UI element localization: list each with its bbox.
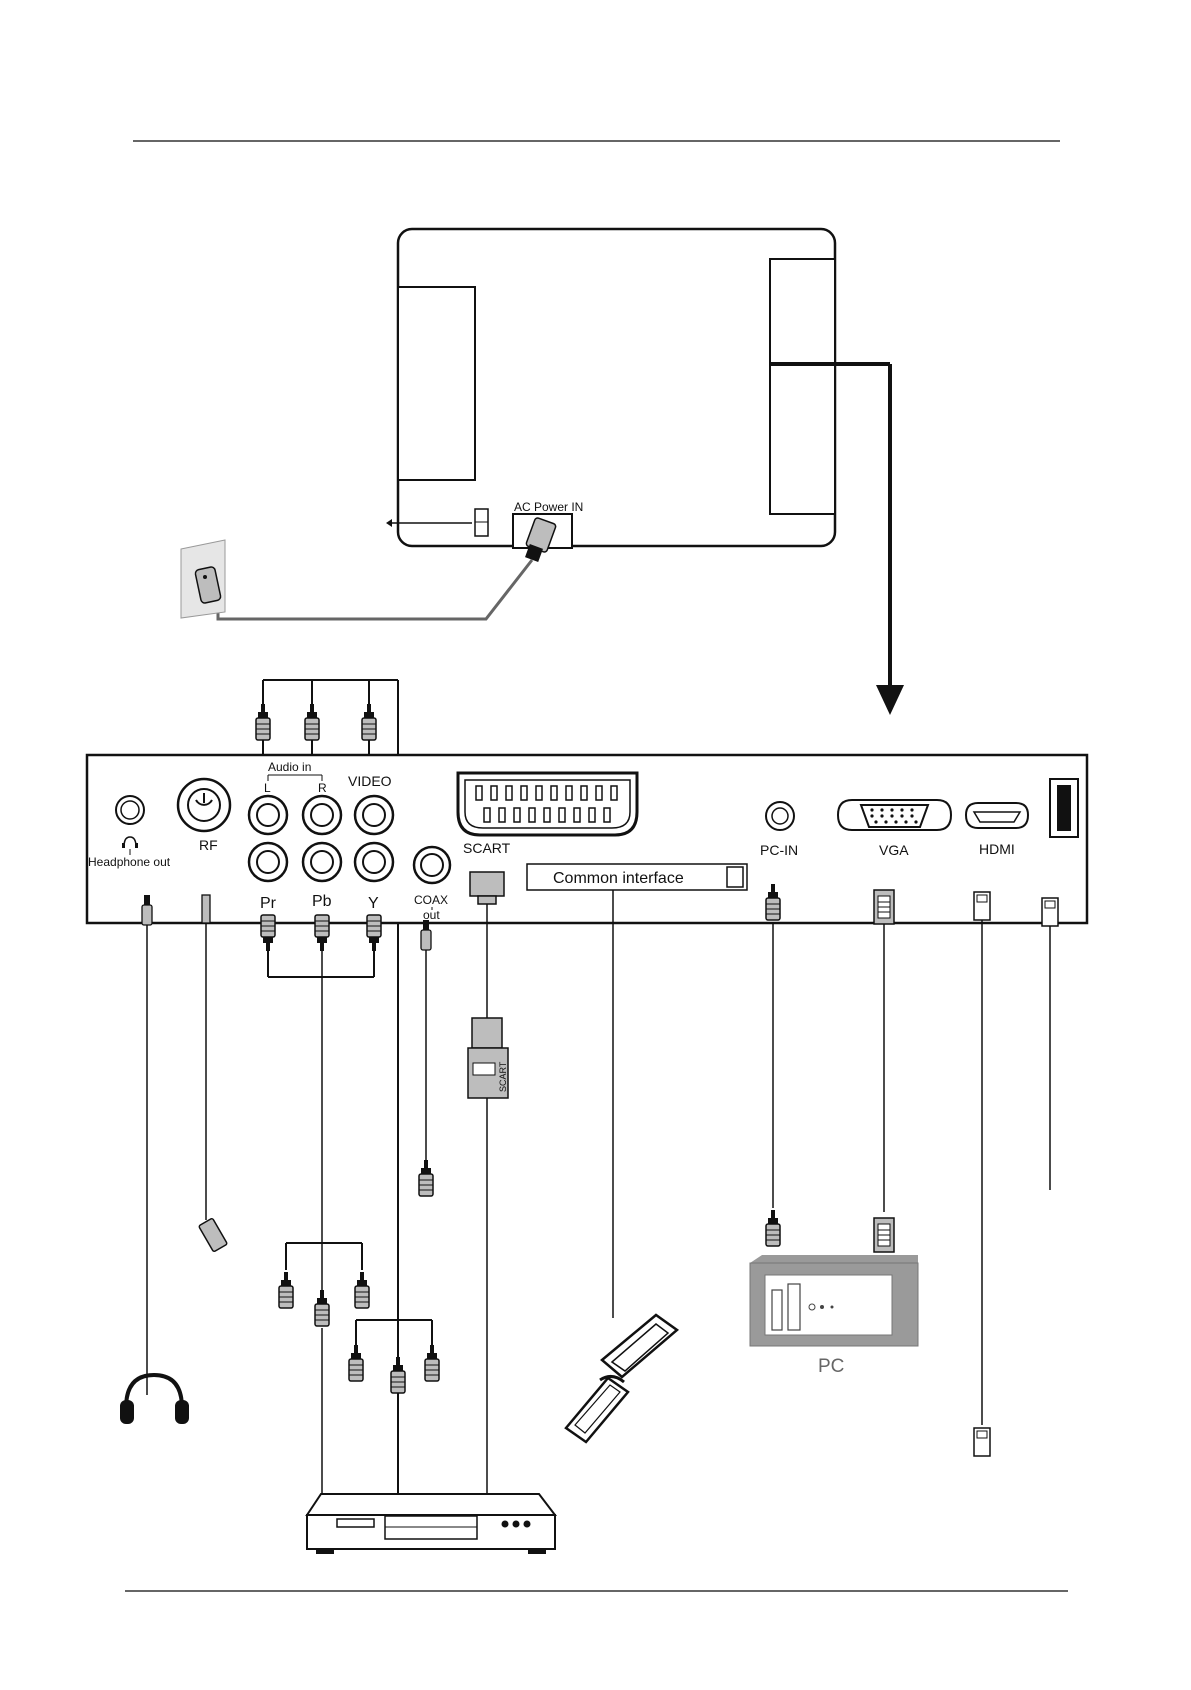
scart-plug-label: SCART: [498, 1061, 508, 1092]
vga-pin: [910, 814, 913, 817]
coax-out-label-2: out: [423, 908, 440, 922]
usb-port: [1050, 779, 1078, 837]
scart-pin: [581, 786, 587, 800]
vga-pin: [910, 808, 913, 811]
vga-pin: [904, 820, 907, 823]
rca-jack-y: [355, 843, 393, 881]
vga-pin: [880, 808, 883, 811]
vga-cable: [874, 890, 894, 1252]
audio-r-label: R: [318, 781, 327, 795]
scart-pin: [551, 786, 557, 800]
pb-label: Pb: [312, 893, 332, 910]
vga-pin: [870, 808, 873, 811]
scart-pin: [476, 786, 482, 800]
common-interface-label: Common interface: [553, 870, 684, 887]
audio-in-label: Audio in: [268, 760, 311, 774]
rca-jack-audio-r: [303, 796, 341, 834]
vga-pin: [890, 808, 893, 811]
y-label: Y: [368, 895, 379, 912]
hdmi-label: HDMI: [979, 841, 1015, 857]
scart-pin: [574, 808, 580, 822]
scart-pin: [544, 808, 550, 822]
common-interface-slot: Common interface: [527, 864, 747, 890]
scart-pin: [611, 786, 617, 800]
scart-pin: [604, 808, 610, 822]
rca-jack-pr: [249, 843, 287, 881]
vga-pin: [914, 820, 917, 823]
scart-pin: [499, 808, 505, 822]
ci-card-icon: [566, 890, 677, 1442]
scart-pin: [559, 808, 565, 822]
vga-pin: [894, 820, 897, 823]
scart-pin: [566, 786, 572, 800]
scart-pin: [596, 786, 602, 800]
hdmi-cable: [974, 892, 990, 1456]
power-cable: [218, 560, 532, 619]
rf-cable: [199, 895, 228, 1252]
scart-pin: [514, 808, 520, 822]
coax-out-label: COAX: [414, 893, 448, 907]
vga-pin: [884, 820, 887, 823]
pc-tower-icon: PC: [750, 1255, 918, 1377]
headphone-out-label: Headphone out: [88, 855, 171, 869]
tv-rear-panel: [386, 229, 904, 715]
rca-jack-video: [355, 796, 393, 834]
vga-pin: [880, 814, 883, 817]
scart-pin: [521, 786, 527, 800]
wall-outlet-icon: [181, 540, 225, 618]
scart-pin: [529, 808, 535, 822]
scart-pin: [491, 786, 497, 800]
headphone-cable: [120, 895, 189, 1424]
scart-pin: [484, 808, 490, 822]
scart-pin: [506, 786, 512, 800]
vga-label: VGA: [879, 842, 909, 858]
video-label: VIDEO: [348, 773, 392, 789]
vga-pin: [900, 814, 903, 817]
pc-label: PC: [818, 1356, 844, 1377]
vga-pin: [890, 814, 893, 817]
vga-pin: [874, 820, 877, 823]
pr-label: Pr: [260, 895, 277, 912]
rf-label: RF: [199, 837, 218, 853]
pc-audio-cable: [766, 884, 780, 1246]
component-cable-group: [261, 915, 381, 1500]
vga-pin: [900, 808, 903, 811]
vga-pin: [870, 814, 873, 817]
audio-l-label: L: [264, 781, 271, 795]
scart-pin: [589, 808, 595, 822]
scart-pin: [536, 786, 542, 800]
headphones-icon: [120, 1375, 189, 1424]
scart-cable: SCART: [468, 872, 508, 1500]
dvd-player-icon: [307, 1494, 555, 1554]
scart-label: SCART: [463, 840, 511, 856]
usb-cable: [1042, 898, 1058, 1190]
coax-cable: [419, 920, 433, 1196]
rca-jack-pb: [303, 843, 341, 881]
pc-in-label: PC-IN: [760, 842, 798, 858]
ac-power-in-label: AC Power IN: [514, 500, 583, 514]
av-cable-lower-group: [349, 1320, 439, 1500]
rca-jack-audio-l: [249, 796, 287, 834]
